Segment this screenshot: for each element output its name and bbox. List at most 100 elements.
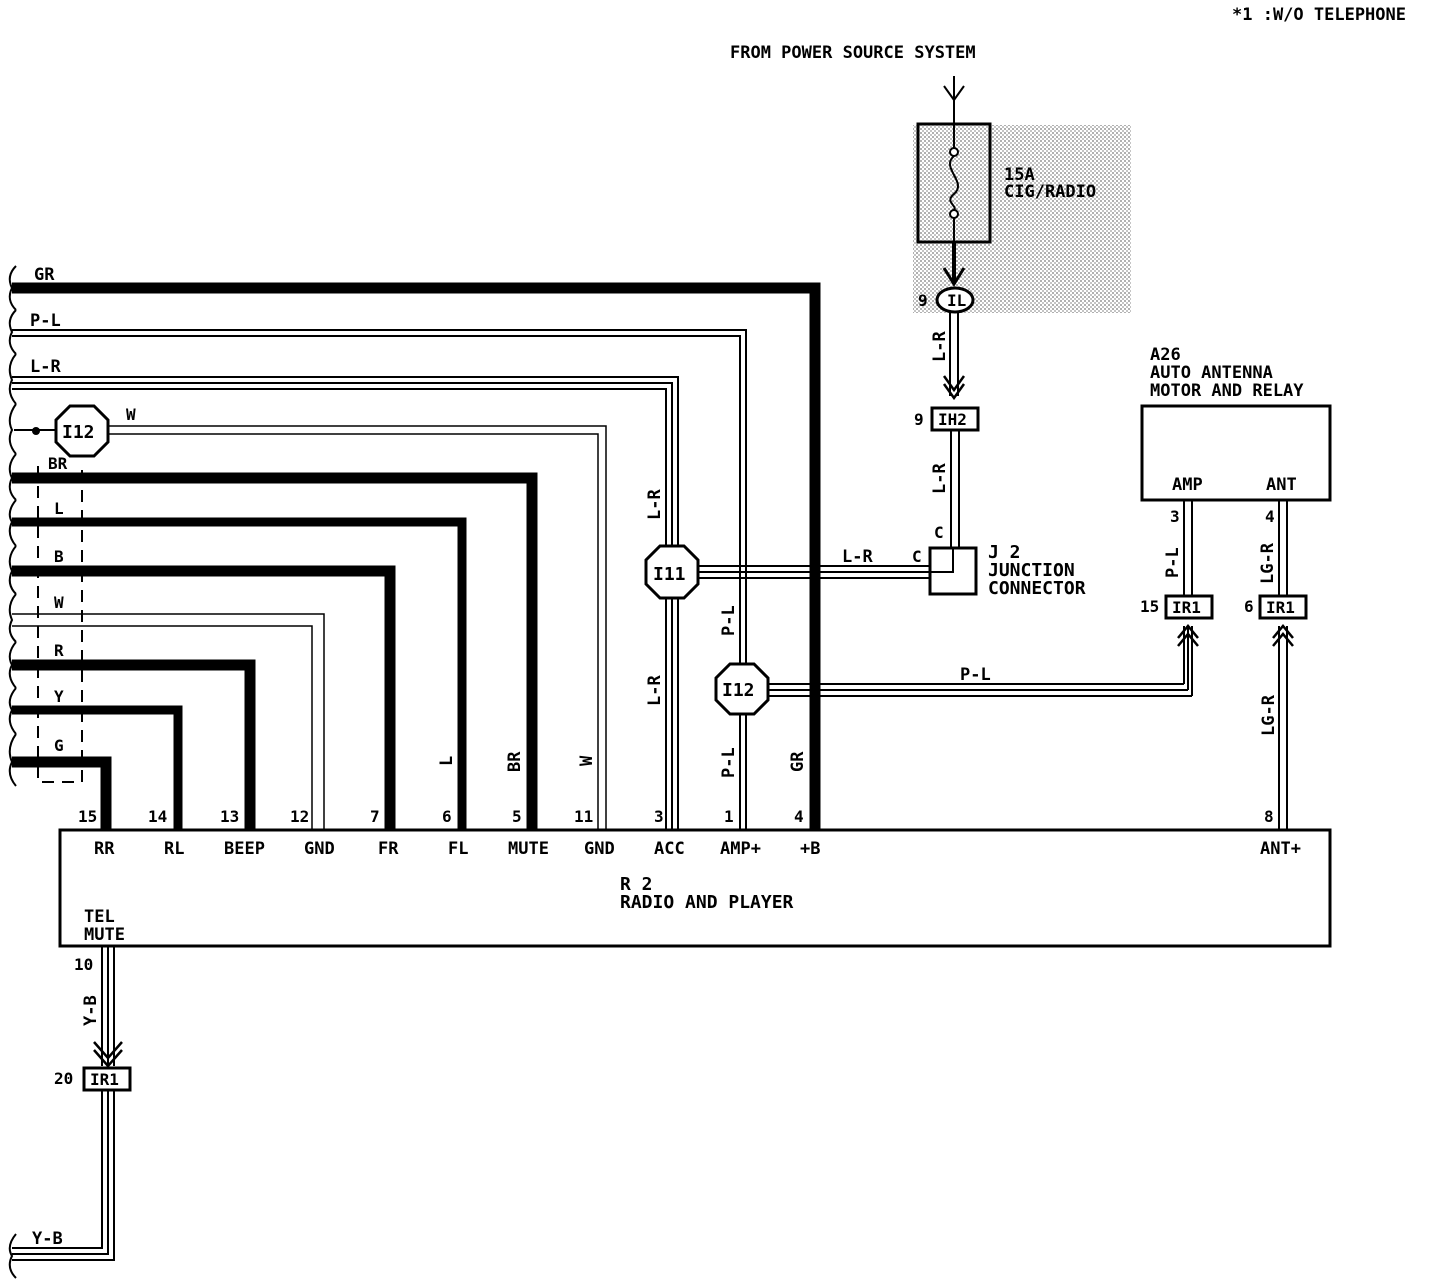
fuse-name: CIG/RADIO [1004, 182, 1096, 202]
left-break-marks [8, 265, 17, 787]
wire-gr [12, 282, 821, 830]
ih2-connector: IH2 [930, 406, 980, 432]
pin-label-amp: AMP+ [720, 839, 761, 859]
a26-line1: AUTO ANTENNA [1150, 363, 1273, 383]
wire-pl-a [12, 329, 747, 830]
a26-box [1140, 404, 1332, 502]
pin-label-rl: RL [164, 839, 184, 859]
radio-box [58, 828, 1332, 948]
pin-label-gnd-12: GND [304, 839, 335, 859]
il-pin: 9 [918, 291, 928, 310]
a26-line2: MOTOR AND RELAY [1150, 381, 1304, 401]
radio-id: R 2 [620, 874, 653, 895]
j2-pin-left: C [912, 547, 922, 566]
lr-wire-i11-j2 [696, 565, 930, 579]
wire-b [12, 565, 396, 830]
wire-r [12, 659, 256, 830]
i11-connector: I11 [644, 544, 700, 600]
ir1-ant-connector: IR1 [1258, 594, 1308, 620]
wire-label-pl-upper: P-L [719, 605, 739, 636]
lr-wire-ih2-j2 [950, 430, 960, 548]
wire-label-w: W [54, 593, 64, 612]
a26-ant-pin: 4 [1265, 507, 1275, 526]
pin-num-8: 8 [1264, 807, 1274, 826]
wire-w-i12-b [106, 433, 599, 830]
pin-label-gnd-11: GND [584, 839, 615, 859]
lgr-wire-ir1-radio [1272, 624, 1294, 830]
tel-mute-line2: MUTE [84, 925, 125, 945]
pl-wire-a26-ir1 [1183, 500, 1193, 596]
wire-label-yb-lower: Y-B [32, 1229, 63, 1249]
wire-label-w-vertical: W [577, 755, 597, 766]
pin-label-ant: ANT+ [1260, 839, 1301, 859]
tel-pin: 10 [74, 955, 93, 974]
lgr-wire-a26-ir1 [1278, 500, 1288, 596]
wire-label-lr-lower: L-R [645, 675, 665, 706]
power-source-label: FROM POWER SOURCE SYSTEM [730, 43, 976, 63]
wire-lr-c [12, 388, 667, 830]
pin-num-11: 11 [574, 807, 593, 826]
ir1-tel-connector: IR1 [82, 1066, 132, 1092]
ir1-ant-pin: 6 [1244, 597, 1254, 616]
wire-label-y: Y [54, 687, 64, 706]
wire-lr-a [12, 376, 679, 830]
ih2-pin: 9 [914, 410, 924, 429]
j2-line2: CONNECTOR [988, 578, 1086, 599]
pin-label-beep: BEEP [224, 839, 265, 859]
wire-label-lr-j2: L-R [842, 547, 873, 567]
pin-label-rr: RR [94, 839, 115, 859]
wire-label-r: R [54, 641, 64, 660]
wire-label-pl: P-L [30, 311, 61, 331]
pin-num-4: 4 [794, 807, 804, 826]
pin-label-plus-b: +B [800, 839, 820, 859]
a26-amp-pin: 3 [1170, 507, 1180, 526]
pin-num-14: 14 [148, 807, 167, 826]
yb-wire-radio-ir1 [93, 946, 123, 1068]
wire-label-br: BR [48, 454, 68, 473]
pin-label-mute: MUTE [508, 839, 549, 859]
pin-num-1: 1 [724, 807, 734, 826]
wire-br [12, 472, 538, 830]
pin-label-fl: FL [448, 839, 468, 859]
power-arrow [943, 76, 965, 124]
wire-label-l: L [54, 499, 64, 518]
wire-label-lr: L-R [30, 357, 61, 377]
wire-label-lr-ih2: L-R [930, 463, 950, 494]
wire-label-b: B [54, 547, 64, 566]
i11-label: I11 [653, 564, 686, 585]
ih2-label: IH2 [938, 410, 967, 429]
wire-label-br-vertical: BR [505, 751, 525, 772]
il-connector: IL [935, 286, 975, 314]
wire-label-gr: GR [34, 265, 55, 285]
pin-num-6: 6 [442, 807, 452, 826]
pin-label-acc: ACC [654, 839, 685, 859]
wire-label-pl-ir1: P-L [960, 665, 991, 685]
wire-label-w-i12: W [126, 405, 136, 424]
j2-junction-connector [928, 546, 978, 596]
pin-num-7: 7 [370, 807, 380, 826]
pin-num-13: 13 [220, 807, 239, 826]
wire-label-lr-upper: L-R [645, 489, 665, 520]
pin-num-5: 5 [512, 807, 522, 826]
i12-left-connector: I12 [54, 404, 110, 458]
wire-label-yb-upper: Y-B [81, 995, 101, 1026]
wire-l [12, 517, 467, 830]
j2-pin-top: C [934, 523, 944, 542]
il-label: IL [947, 291, 966, 310]
wire-lr-b [12, 382, 673, 830]
wire-label-lgr-lower: LG-R [1259, 694, 1279, 736]
fuse-rating: 15A [1004, 165, 1035, 185]
i12-label: I12 [722, 680, 755, 701]
note-text: *1 :W/O TELEPHONE [1232, 5, 1406, 25]
radio-name: RADIO AND PLAYER [620, 892, 794, 913]
lr-wire-il-ih2 [942, 312, 966, 401]
wire-g [12, 756, 112, 830]
wire-pl-b [12, 335, 741, 830]
i12-connector: I12 [714, 662, 770, 716]
i12-left-splice-dot [32, 427, 40, 435]
wire-y [12, 705, 183, 830]
tel-mute-line1: TEL [84, 907, 115, 927]
ir1-tel-pin: 20 [54, 1069, 73, 1088]
a26-id: A26 [1150, 345, 1181, 365]
